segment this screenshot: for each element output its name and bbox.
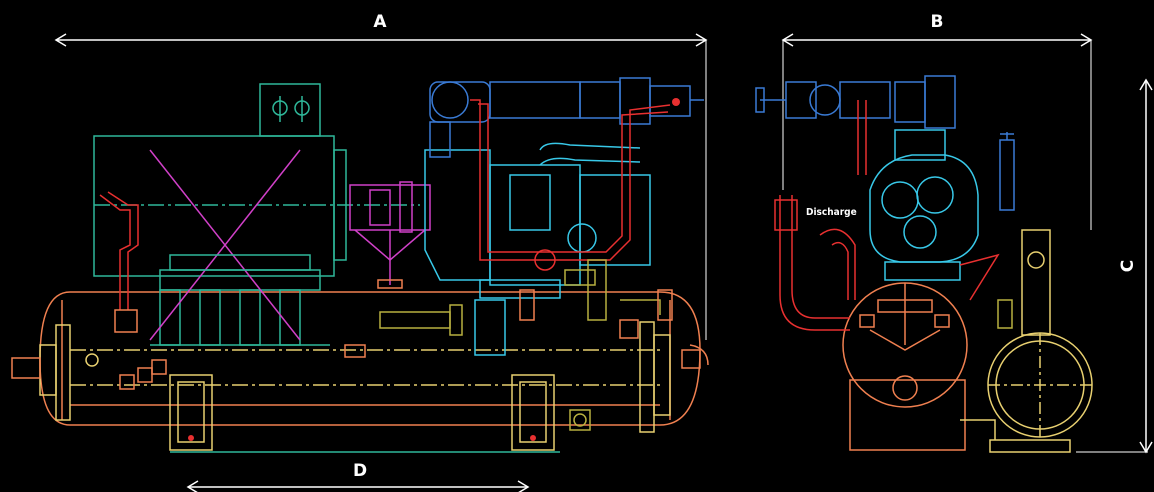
dimension-d [186,480,530,492]
side-red-piping [774,100,1000,331]
motor-frame [150,269,330,346]
right-end-flange [639,321,709,433]
suction-line [470,98,680,271]
dimension-d-label: D [353,461,367,481]
dimension-b [781,33,1093,230]
vessel-saddles [169,374,560,453]
side-vessel [842,282,968,451]
dimension-a-label: A [373,12,387,32]
horizontal-vessel [39,291,701,426]
electric-motor [93,83,420,341]
coupling [349,181,431,289]
left-end-flange [11,324,167,421]
oil-line-left [99,191,139,333]
screw-compressor [424,142,651,356]
side-compressor [869,129,979,281]
dimension-b-label: B [931,12,944,32]
vessel-nozzles [519,289,673,339]
side-discharge-header [755,75,1015,211]
dimension-c [1076,78,1153,454]
side-oil-cooler [960,229,1093,453]
dimension-a [54,33,708,340]
dimension-c-label: C [1118,260,1138,272]
discharge-piping [429,77,704,158]
discharge-label: Discharge [806,207,857,218]
oil-valves [379,259,661,431]
